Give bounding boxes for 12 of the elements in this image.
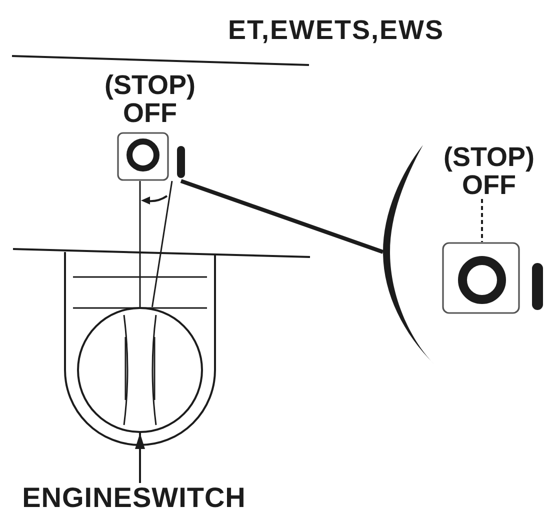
position-label: (STOP) OFF <box>103 71 196 127</box>
diagram-title: ET,EWETS,EWS <box>226 15 446 45</box>
guide-line <box>139 181 141 307</box>
leader-line <box>481 199 483 242</box>
arrow <box>135 433 145 483</box>
callout-line <box>180 179 384 254</box>
position-label: (STOP) OFF <box>438 143 540 199</box>
guide-line <box>151 180 173 308</box>
switch-name-label: ENGINESWITCH <box>14 483 254 513</box>
switch-symbol-drawing <box>442 242 544 314</box>
switch-knob-drawing <box>77 307 203 433</box>
switch-symbol-drawing <box>117 132 186 181</box>
